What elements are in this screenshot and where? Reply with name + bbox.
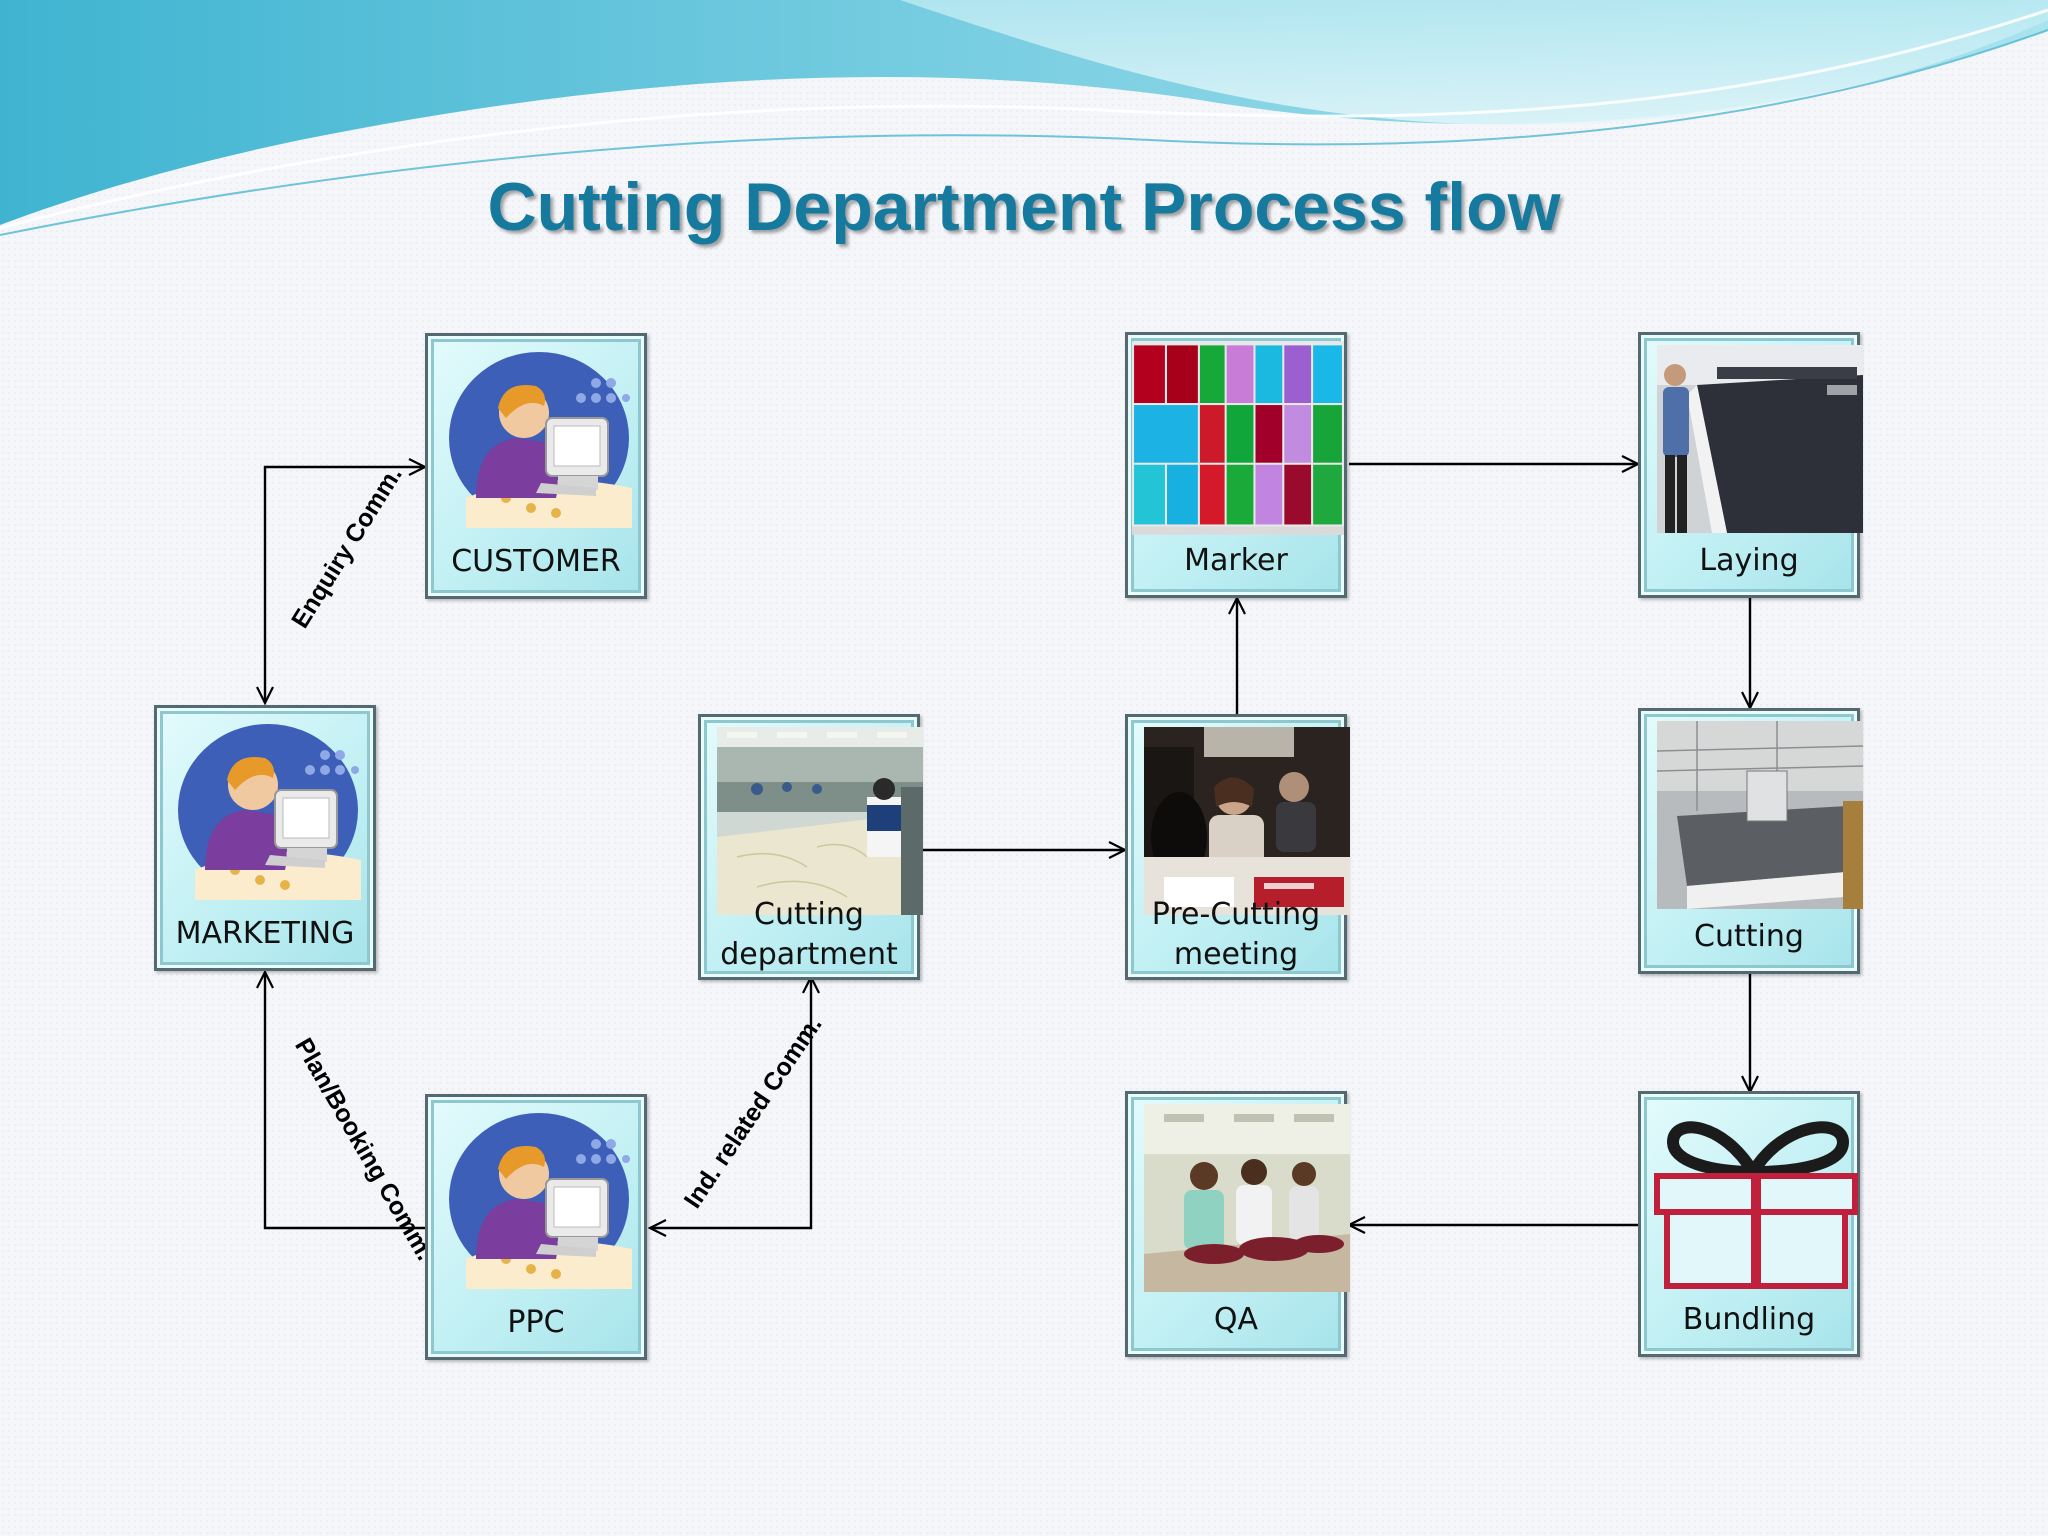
- person-at-computer-icon: [449, 352, 632, 528]
- node-laying: Laying: [1638, 332, 1863, 598]
- node-label: QA: [1213, 1302, 1259, 1337]
- node-label: PPC: [507, 1305, 565, 1340]
- node-label: Bundling: [1682, 1302, 1816, 1337]
- node-label: Pre-Cutting meeting: [1151, 897, 1321, 972]
- node-label: MARKETING: [175, 916, 355, 951]
- person-at-computer-icon: [449, 1113, 632, 1289]
- node-cutting-department: Cutting department: [698, 714, 923, 980]
- node-ppc: PPC: [425, 1094, 647, 1360]
- node-label: Cutting: [1694, 919, 1804, 954]
- node-customer: CUSTOMER: [425, 333, 647, 599]
- marker-layout-photo: [1132, 341, 1344, 535]
- node-label: Cutting department: [720, 897, 898, 972]
- node-label: Laying: [1699, 543, 1799, 578]
- inspection-photo: [1144, 1104, 1350, 1292]
- person-at-computer-icon: [178, 724, 361, 900]
- node-qa: QA: [1125, 1091, 1350, 1357]
- meeting-photo: [1144, 727, 1350, 915]
- page-title: Cutting Department Process flow: [487, 169, 1561, 245]
- node-marketing: MARKETING: [154, 705, 376, 971]
- header-waves: [0, 0, 2048, 236]
- node-label: Marker: [1184, 543, 1288, 578]
- node-marker: Marker: [1125, 332, 1347, 598]
- edge-ppc-marketing: [265, 972, 425, 1230]
- gift-box-icon: [1654, 1121, 1858, 1289]
- node-label: CUSTOMER: [451, 544, 621, 579]
- fabric-laying-photo: [1657, 345, 1863, 533]
- edge-marketing-customer: [265, 467, 425, 703]
- node-pre-cutting-meeting: Pre-Cutting meeting: [1125, 714, 1350, 980]
- node-bundling: Bundling: [1638, 1091, 1860, 1357]
- cutting-machine-photo: [1657, 721, 1863, 909]
- edge-cuttingdept-ppc: [650, 977, 811, 1228]
- cutting-floor-photo: [717, 727, 923, 915]
- node-cutting: Cutting: [1638, 708, 1863, 974]
